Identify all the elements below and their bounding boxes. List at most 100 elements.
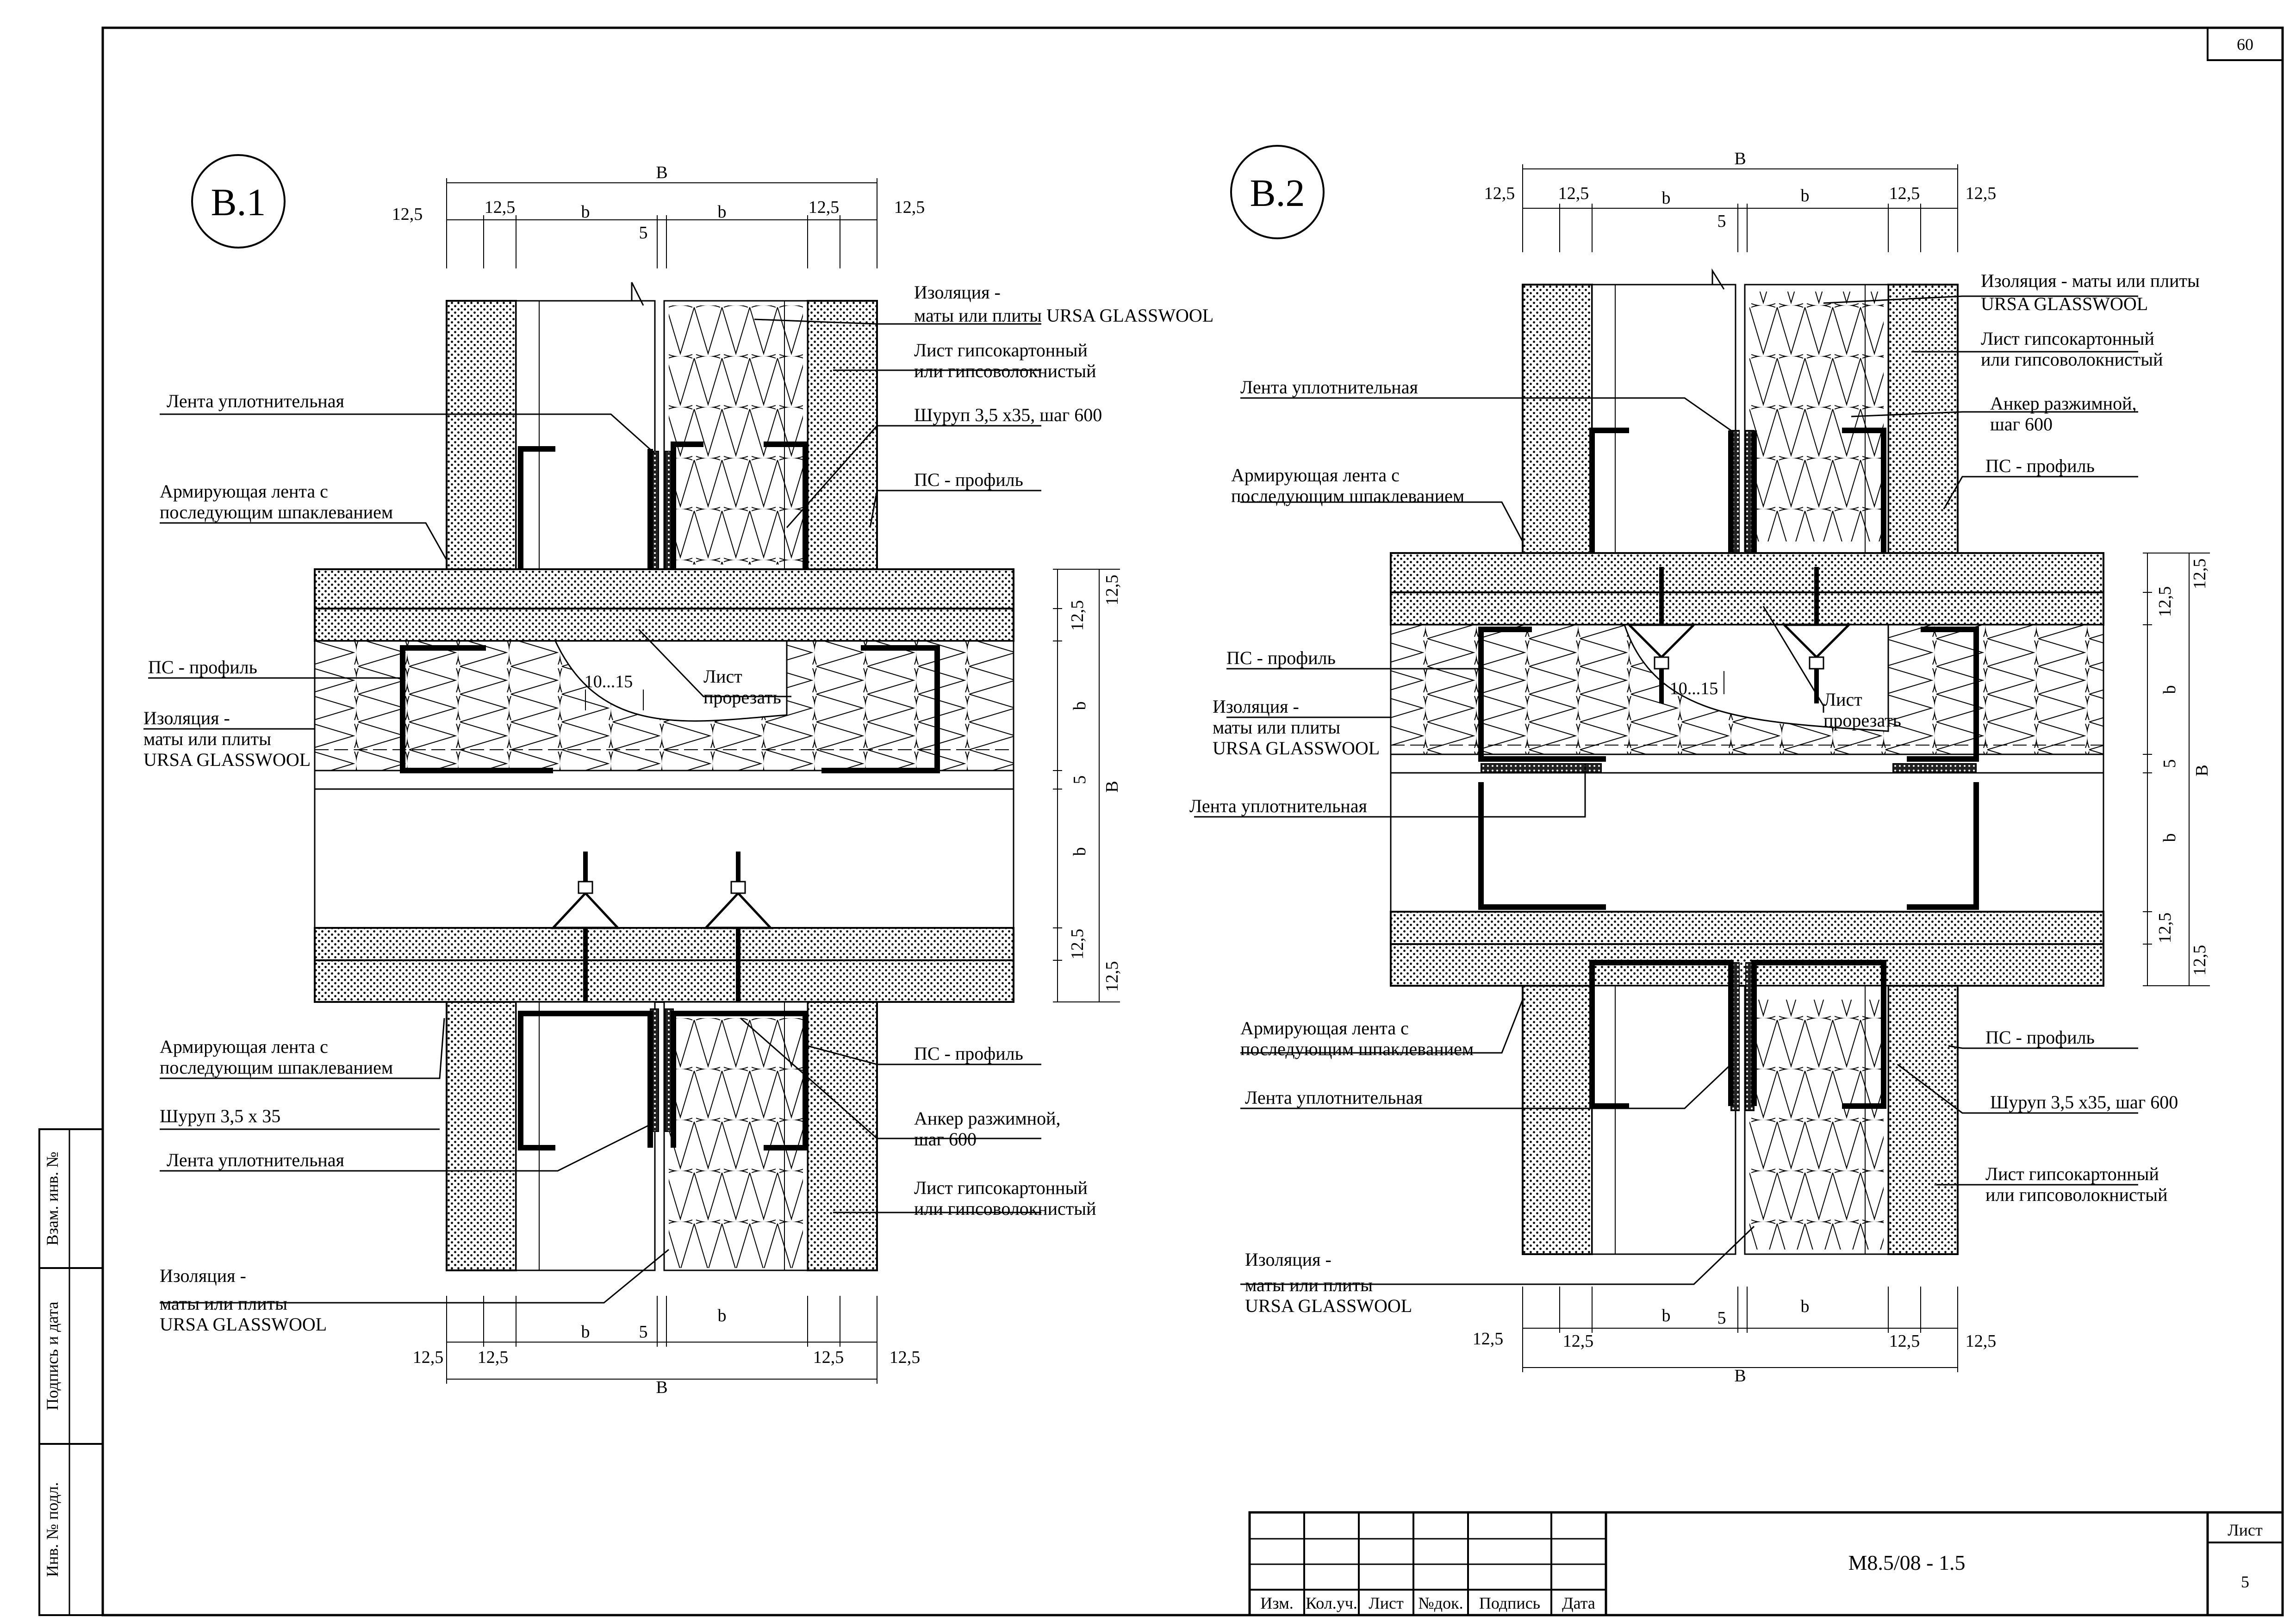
b1-dim-right-bot1: 12,5 bbox=[1068, 929, 1087, 960]
b2-dim-top-b-l: b bbox=[1662, 188, 1671, 208]
b1-dims-right: 12,5 12,5 b 5 b B 12,5 12,5 bbox=[1053, 569, 1122, 1002]
b1-label-anchor-bot-1: Анкер разжимной, bbox=[914, 1108, 1060, 1129]
b2-label-sealing-bot: Лента уплотнительная bbox=[1245, 1087, 1423, 1108]
b1-bottom-ps-profile-left bbox=[518, 1011, 653, 1150]
b2-dim-bot-inner-l: 12,5 bbox=[1563, 1331, 1594, 1351]
b1-dim-right-gap: 5 bbox=[1070, 776, 1089, 784]
b2-dim-right-bot1: 12,5 bbox=[2155, 913, 2175, 944]
b1-label-reinforce-bot-2: последующим шпаклеванием bbox=[160, 1057, 393, 1078]
tb-sheet-value: 5 bbox=[2241, 1573, 2249, 1591]
tb-sheet-label: Лист bbox=[2228, 1521, 2263, 1539]
b1-dims-bottom: b 5 b 12,5 12,5 12,5 12,5 B bbox=[413, 1296, 920, 1397]
b2-label-screw-bot: Шуруп 3,5 х35, шаг 600 bbox=[1990, 1092, 2178, 1113]
b1-dim-top-inner-r: 12,5 bbox=[809, 198, 840, 217]
b1-anchors bbox=[550, 852, 773, 1018]
b1-dim-right-bot2: 12,5 bbox=[1102, 961, 1122, 992]
b1-dims-top: B 12,5 12,5 b 5 b 12,5 12,5 bbox=[392, 163, 925, 268]
detail-b2-callout bbox=[1230, 145, 1325, 239]
b2-label-gypsum-top-1: Лист гипсокартонный bbox=[1981, 328, 2154, 349]
b1-dim-right-b-bot: b bbox=[1070, 847, 1089, 856]
b1-dim-bot-gap: 5 bbox=[639, 1322, 648, 1342]
detail-b1-title: В.1 bbox=[211, 181, 266, 224]
b1-label-insulation-left-1: Изоляция - bbox=[143, 708, 230, 728]
b1-dim-right-top2: 12,5 bbox=[1102, 575, 1122, 606]
b1-label-ps-top: ПС - профиль bbox=[914, 469, 1023, 490]
b2-dims-right: 12,5 12,5 b 5 b B 12,5 12,5 bbox=[2143, 553, 2212, 986]
b1-label-cut-sheet-2: прорезать bbox=[703, 687, 781, 708]
b1-dim-top-inner-l: 12,5 bbox=[485, 198, 516, 217]
b2-dim-right-top1: 12,5 bbox=[2155, 586, 2175, 617]
b1-dim-right-b-top: b bbox=[1070, 702, 1089, 710]
b2-mid-ps-profile-left bbox=[1478, 627, 1606, 762]
b1-label-reinforce-top-2: последующим шпаклеванием bbox=[160, 502, 393, 522]
b2-dim-top-gap: 5 bbox=[1717, 211, 1726, 231]
b2-dim-top-overall: B bbox=[1734, 149, 1746, 168]
b1-label-cut-sheet-1: Лист bbox=[703, 666, 742, 687]
b2-dim-bot-edge-l: 12,5 bbox=[1473, 1329, 1504, 1349]
b1-label-reinforce-top-1: Армирующая лента с bbox=[160, 481, 328, 502]
b2-dims-bottom: b 5 b 12,5 12,5 12,5 12,5 B bbox=[1473, 1287, 1997, 1386]
b2-horizontal-section: 10...15 bbox=[1390, 552, 2104, 987]
b1-dim-bot-inner-l: 12,5 bbox=[478, 1348, 509, 1367]
b2-dim-right-gap: 5 bbox=[2160, 759, 2179, 768]
b2-label-ps-bot: ПС - профиль bbox=[1985, 1027, 2095, 1048]
document-code: М8.5/08 - 1.5 bbox=[1848, 1551, 1966, 1574]
b1-leaders bbox=[143, 318, 1041, 1304]
b2-dim-top-inner-l: 12,5 bbox=[1558, 184, 1589, 203]
b2-bottom-ps-profile-left bbox=[1589, 960, 1734, 1109]
b1-bottom-ps-profile-right bbox=[671, 1011, 808, 1150]
b1-label-anchor-bot-2: шаг 600 bbox=[914, 1129, 977, 1150]
b1-label-sealing-bot: Лента уплотнительная bbox=[167, 1150, 344, 1170]
b2-dim-right-bot2: 12,5 bbox=[2190, 945, 2209, 976]
stamp-sign-date: Подпись и дата bbox=[43, 1301, 62, 1410]
b2-mid-ps-profile-right bbox=[1907, 627, 1979, 762]
b2-label-reinforce-bot-2: последующим шпаклеванием bbox=[1240, 1038, 1474, 1059]
b2-top-wall bbox=[1522, 268, 1959, 570]
b1-dim-top-gap: 5 bbox=[639, 223, 648, 243]
b2-dim-top-edge-l: 12,5 bbox=[1484, 184, 1515, 203]
b1-label-gypsum-bot-2: или гипсоволокнистый bbox=[914, 1198, 1096, 1219]
b2-label-insulation-left-3: URSA GLASSWOOL bbox=[1213, 738, 1380, 759]
b1-label-screw-top: Шуруп 3,5 х35, шаг 600 bbox=[914, 404, 1102, 425]
b1-dim-right-overall: B bbox=[1102, 781, 1122, 792]
b2-label-reinforce-top-1: Армирующая лента с bbox=[1231, 465, 1400, 485]
b2-dim-bot-edge-r: 12,5 bbox=[1966, 1331, 1997, 1351]
b2-bottom-wall bbox=[1522, 960, 1959, 1255]
b2-dim-right-overall: B bbox=[2192, 765, 2212, 776]
tb-col-change: Изм. bbox=[1260, 1594, 1294, 1612]
b1-gap-note: 10...15 bbox=[585, 672, 633, 691]
b2-lower-ps-profile-left bbox=[1478, 782, 1606, 910]
b2-label-gypsum-bot-2: или гипсоволокнистый bbox=[1985, 1184, 2168, 1205]
b1-bottom-wall bbox=[446, 1001, 878, 1271]
b2-gap-note: 10...15 bbox=[1670, 679, 1718, 698]
b1-label-gypsum-bot-1: Лист гипсокартонный bbox=[914, 1177, 1088, 1198]
b2-anchors bbox=[1626, 567, 1852, 703]
b2-dim-top-inner-r: 12,5 bbox=[1889, 184, 1920, 203]
b2-label-anchor-top-1: Анкер разжимной, bbox=[1990, 393, 2136, 414]
b1-dim-bot-edge-l: 12,5 bbox=[413, 1348, 444, 1367]
b1-label-reinforce-bot-1: Армирующая лента с bbox=[160, 1036, 328, 1057]
b2-dim-top-b-r: b bbox=[1801, 186, 1810, 205]
b2-label-reinforce-top-2: последующим шпаклеванием bbox=[1231, 485, 1464, 506]
sheet-frame: 60 bbox=[101, 26, 2284, 1617]
b1-dim-top-b-r: b bbox=[718, 202, 727, 222]
tb-col-sheet: Лист bbox=[1369, 1594, 1404, 1612]
b1-dim-bot-b-l: b bbox=[581, 1322, 590, 1342]
b2-dim-top-edge-r: 12,5 bbox=[1966, 184, 1997, 203]
b1-horizontal-section: 10...15 bbox=[314, 568, 1014, 1003]
b2-dims-top: B 12,5 12,5 b 5 b 12,5 12,5 bbox=[1484, 149, 1997, 252]
b1-label-insulation-left-3: URSA GLASSWOOL bbox=[143, 749, 311, 770]
b1-dim-bot-inner-r: 12,5 bbox=[813, 1348, 844, 1367]
b2-dim-bot-inner-r: 12,5 bbox=[1889, 1331, 1920, 1351]
b2-label-insulation-bot-2: маты или плиты bbox=[1245, 1275, 1373, 1295]
b1-label-gypsum-top-1: Лист гипсокартонный bbox=[914, 340, 1088, 361]
b2-dim-bot-gap: 5 bbox=[1717, 1308, 1726, 1328]
b2-lower-ps-profile-right bbox=[1907, 782, 1979, 910]
b2-label-cut-sheet-1: Лист bbox=[1823, 689, 1862, 710]
b1-mid-ps-profile-right bbox=[821, 645, 940, 773]
b2-label-ps-top: ПС - профиль bbox=[1985, 455, 2095, 476]
b1-label-ps-left: ПС - профиль bbox=[148, 657, 257, 678]
b2-label-gypsum-top-2: или гипсоволокнистый bbox=[1981, 349, 2163, 370]
b1-label-sealing-top: Лента уплотнительная bbox=[167, 391, 344, 411]
